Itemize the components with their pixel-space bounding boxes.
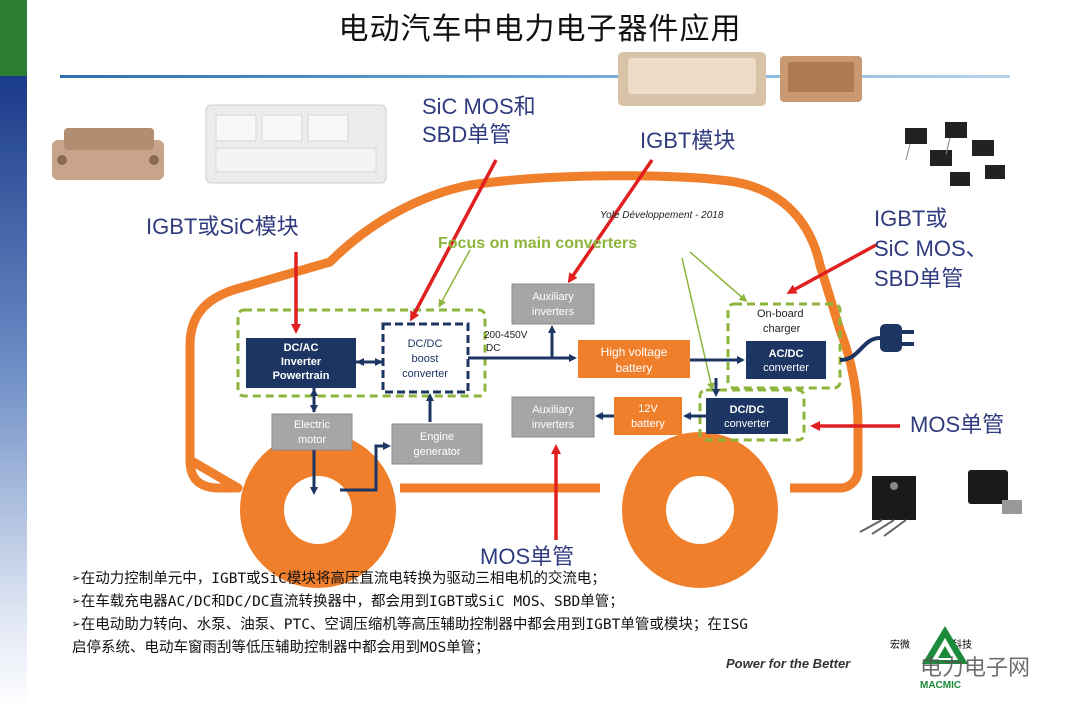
sidebar-accent-blue [0,76,27,709]
main-converters-group [236,308,487,398]
inverter-line-2: Inverter [281,356,322,368]
wheel-front [622,432,778,588]
car-outline [185,171,863,493]
charger-group [726,302,842,390]
motor-line-1: Electric [294,419,331,431]
voltage-label-2: DC [486,343,500,354]
bullet-item: ➢在车载充电器AC/DC和DC/DC直流转换器中，都会用到IGBT或SiC MO… [72,594,624,610]
tagline: Power for the Better [726,656,851,671]
charging-plug-icon [839,324,914,362]
callout-sic-mos-line2: SBD单管 [422,122,512,147]
sidebar-accent-green [0,0,27,76]
callout-igbt-or-line2: SiC MOS、 [874,236,988,261]
motor-block [271,413,353,451]
battery-hv-line-1: High voltage [601,345,668,359]
dcdc-line-2: converter [724,418,770,430]
logo-cn-right: 科技 [952,640,972,651]
sic-module-photo [205,104,387,184]
focus-label: Focus on main converters [438,235,637,252]
aux-bottom-line-1: Auxiliary [532,404,574,416]
battery-12v-block [614,397,682,435]
battery-12v-line-1: 12V [638,403,658,415]
voltage-label-1: 200-450V [484,330,528,341]
aux-bottom-block [511,396,595,438]
battery-hv-block [578,340,690,378]
source-note: Yole Développement - 2018 [600,210,724,221]
igbt-module-photo-top [618,52,766,106]
bullet-list: ➢在动力控制单元中，IGBT或SiC模块将高压直流电转换为驱动三相电机的交流电；… [72,568,1062,660]
boost-line-2: boost [412,353,439,365]
inverter-block [246,338,356,388]
engine-line-2: generator [413,446,460,458]
engine-block [391,423,483,465]
engine-line-1: Engine [420,431,454,443]
bullet-item: ➢在动力控制单元中，IGBT或SiC模块将高压直流电转换为驱动三相电机的交流电； [72,571,606,587]
title-underline [60,75,1010,78]
acdc-line-2: converter [763,362,809,374]
pressfit-module-photo [780,56,862,102]
macmic-logo-icon [922,626,968,664]
boost-line-3: converter [402,368,448,380]
callout-igbt-or-line1: IGBT或 [874,206,948,231]
callout-igbt-or-line3: SBD单管 [874,266,964,291]
acdc-block [746,341,826,379]
aux-top-line-2: inverters [532,306,575,318]
wheel-rear [240,432,396,588]
boost-line-1: DC/DC [408,338,443,350]
battery-hv-line-2: battery [616,361,653,375]
inverter-line-3: Powertrain [273,370,330,382]
aux-top-block [511,283,595,325]
aux-top-line-1: Auxiliary [532,291,574,303]
callout-sic-mos-line1: SiC MOS和 [422,94,536,119]
callout-igbt-module: IGBT模块 [640,128,736,153]
inverter-line-1: DC/AC [284,342,319,354]
boost-block [381,322,470,394]
dcdc-line-1: DC/DC [730,404,765,416]
acdc-line-1: AC/DC [769,348,804,360]
logo-cn-left: 宏微 [890,640,910,651]
dpak-package-photo [968,470,1022,514]
dcdc-block [706,398,788,434]
watermark-text: 电力电子网 [920,656,1031,681]
logo-macmic: MACMIC [920,680,962,691]
onboard-label-2: charger [763,323,801,335]
aux-bottom-line-2: inverters [532,419,575,431]
bullet-item: 启停系统、电动车窗雨刮等低压辅助控制器中都会用到MOS单管； [72,640,490,656]
motor-line-2: motor [298,434,326,446]
to220-package-photo [859,476,916,537]
callout-mos-right: MOS单管 [910,412,1005,437]
onboard-label-1: On-board [757,308,803,320]
callout-igbt-sic-module: IGBT或SiC模块 [146,214,299,239]
callout-mos-bottom: MOS单管 [480,544,575,569]
bullet-item: ➢在电动助力转向、水泵、油泵、PTC、空调压缩机等高压辅助控制器中都会用到IGB… [72,617,749,633]
dcdc-group [698,388,806,442]
discrete-devices-photo [905,122,1005,186]
battery-12v-line-2: battery [631,418,665,430]
igbt-module-photo-left [52,128,164,180]
page-title: 电动汽车中电力电子器件应用 [338,12,742,47]
